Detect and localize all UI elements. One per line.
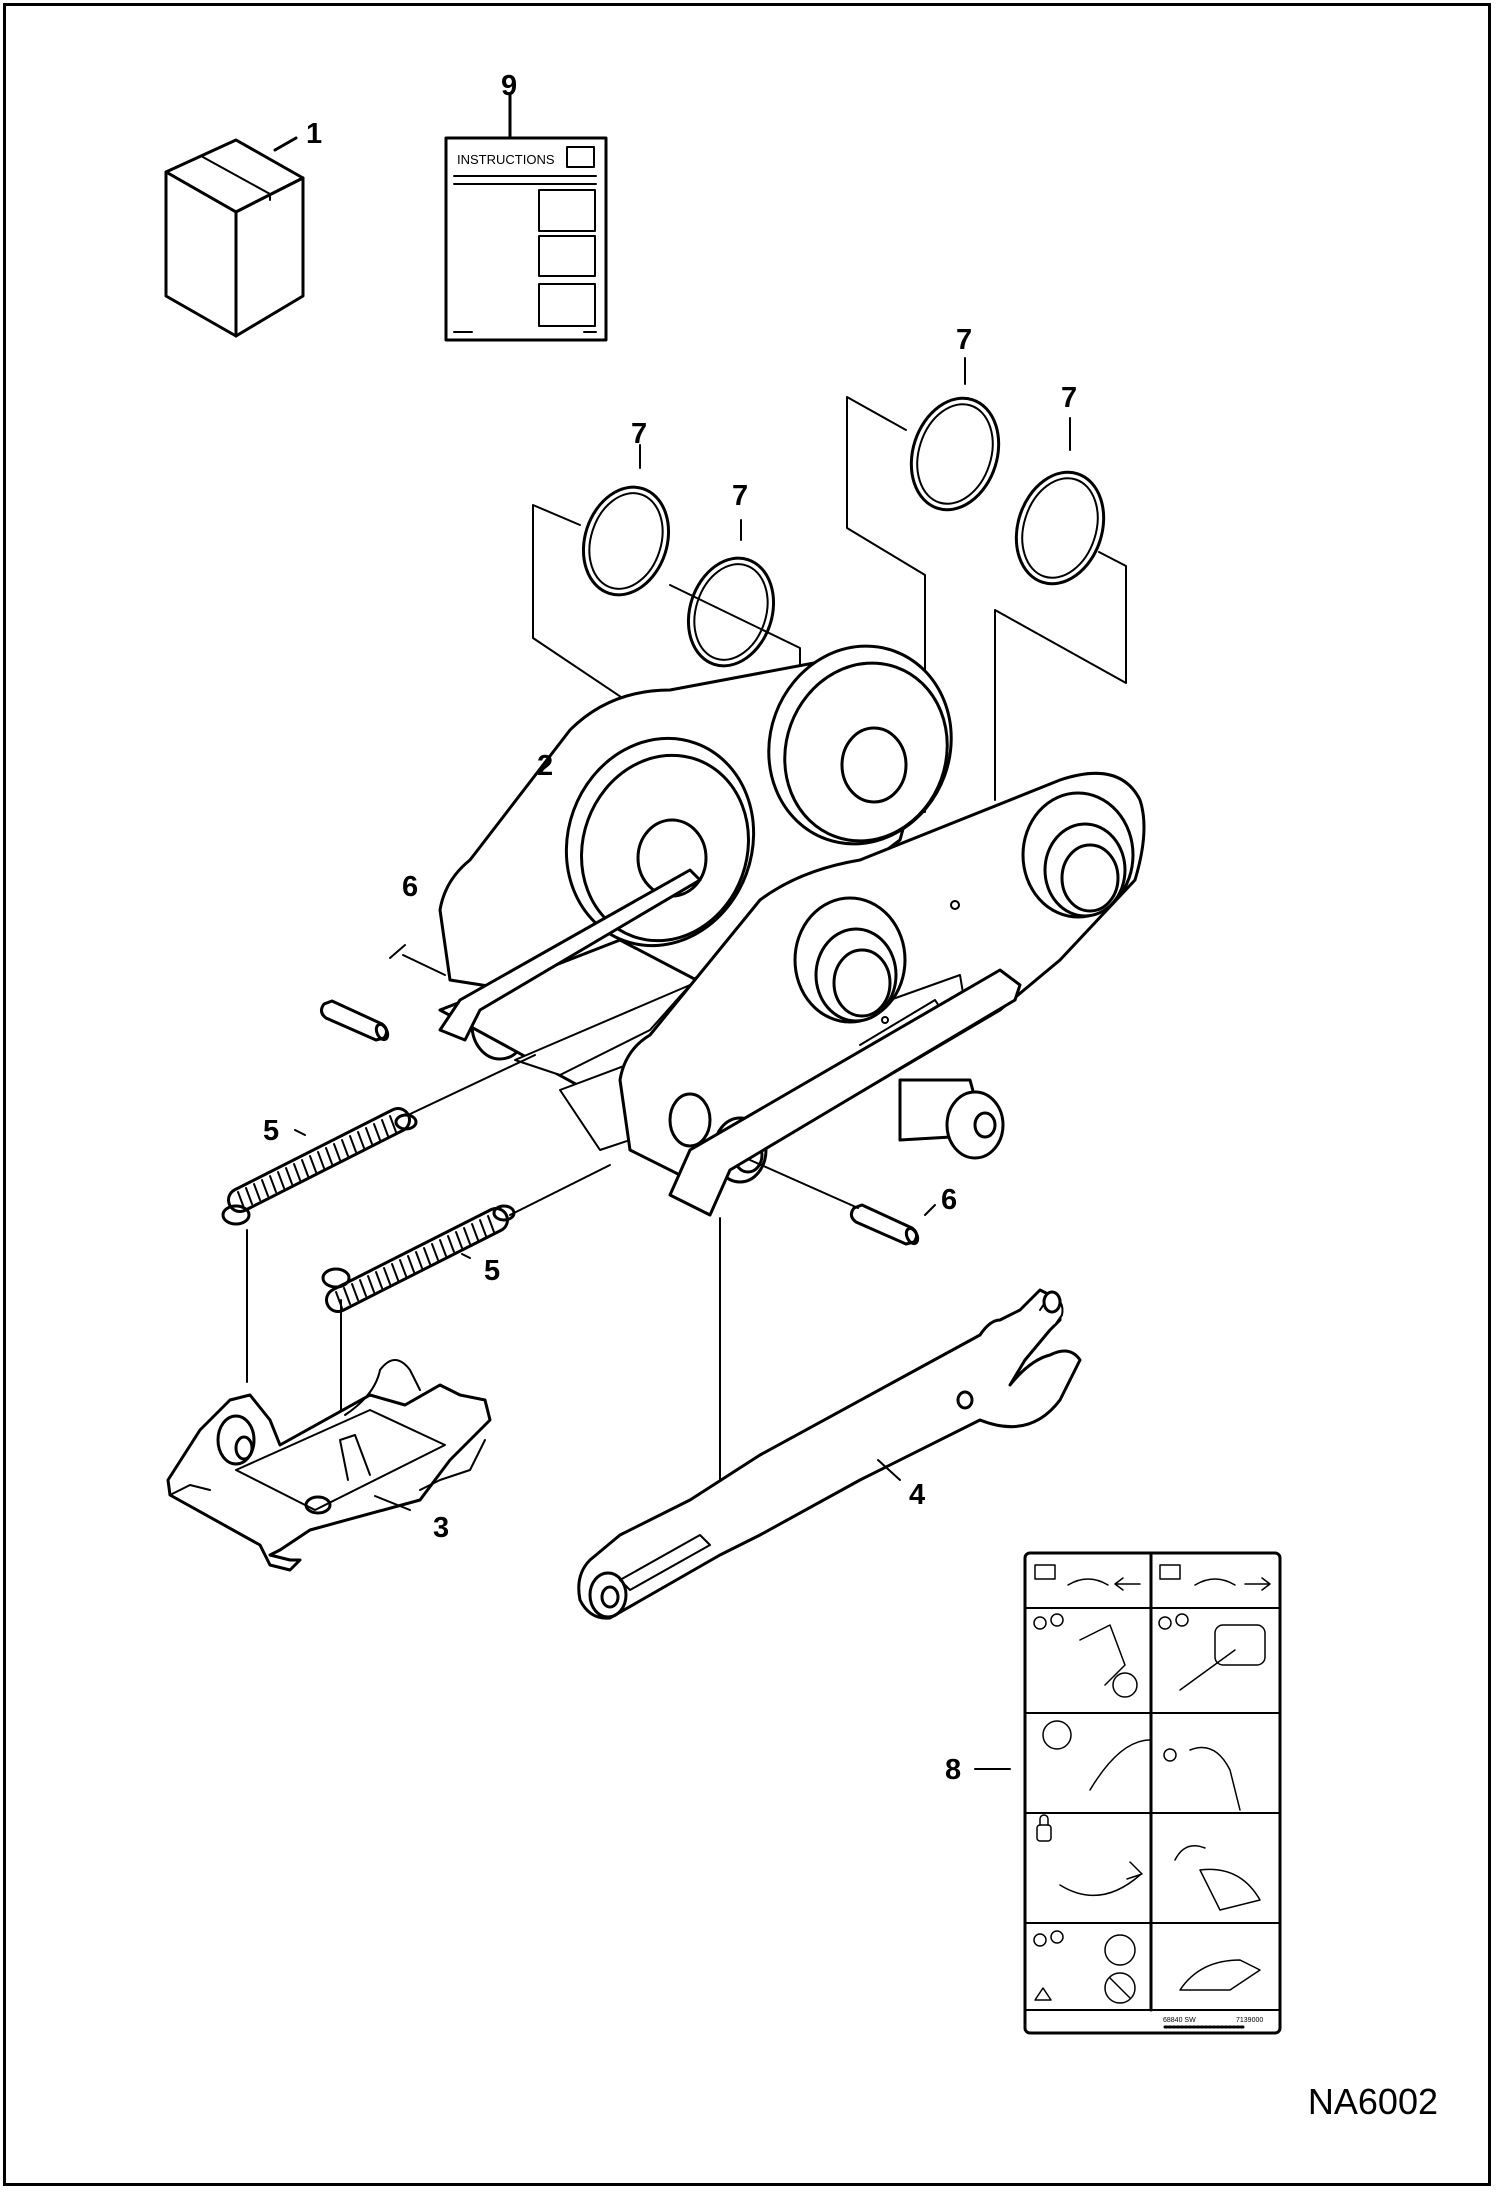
instruction-sheet-part: [444, 92, 608, 342]
callout-oring-c: 7: [956, 324, 973, 356]
box-part: [164, 138, 305, 338]
decal-part: [1023, 1551, 1282, 2035]
callout-decal: 8: [945, 1754, 962, 1786]
callout-oring-a: 7: [631, 418, 648, 450]
callout-spring-upper: 5: [263, 1115, 280, 1147]
callout-oring-d: 7: [1061, 382, 1078, 414]
callout-lever: 4: [909, 1479, 926, 1511]
latch-plate-part: [166, 1359, 492, 1572]
oring-part: [581, 396, 1106, 668]
pin-part: [319, 999, 920, 1246]
callout-coupler-frame: 2: [537, 750, 554, 782]
lever-part: [577, 1288, 1082, 1620]
decal-code-right: 7139000: [1236, 2017, 1263, 2024]
callout-pin-right: 6: [941, 1184, 958, 1216]
coupler-frame-part: [438, 644, 1146, 1217]
callout-latch-plate: 3: [433, 1512, 450, 1544]
callout-oring-b: 7: [732, 480, 749, 512]
pin-leaders: [389, 944, 936, 1216]
decal-code-left: 68840 SW: [1163, 2017, 1196, 2024]
callout-manual: 9: [501, 70, 518, 102]
callout-pin-left: 6: [402, 871, 419, 903]
instructions-title: INSTRUCTIONS: [457, 152, 555, 167]
callout-spring-lower: 5: [484, 1255, 501, 1287]
leader-line: [374, 1495, 411, 1511]
leader-line: [273, 136, 298, 152]
spring-part: [221, 1107, 516, 1313]
lever-leaders: [719, 1217, 901, 1481]
callout-box: 1: [306, 118, 323, 150]
drawing-id: NA6002: [1307, 2081, 1438, 2122]
